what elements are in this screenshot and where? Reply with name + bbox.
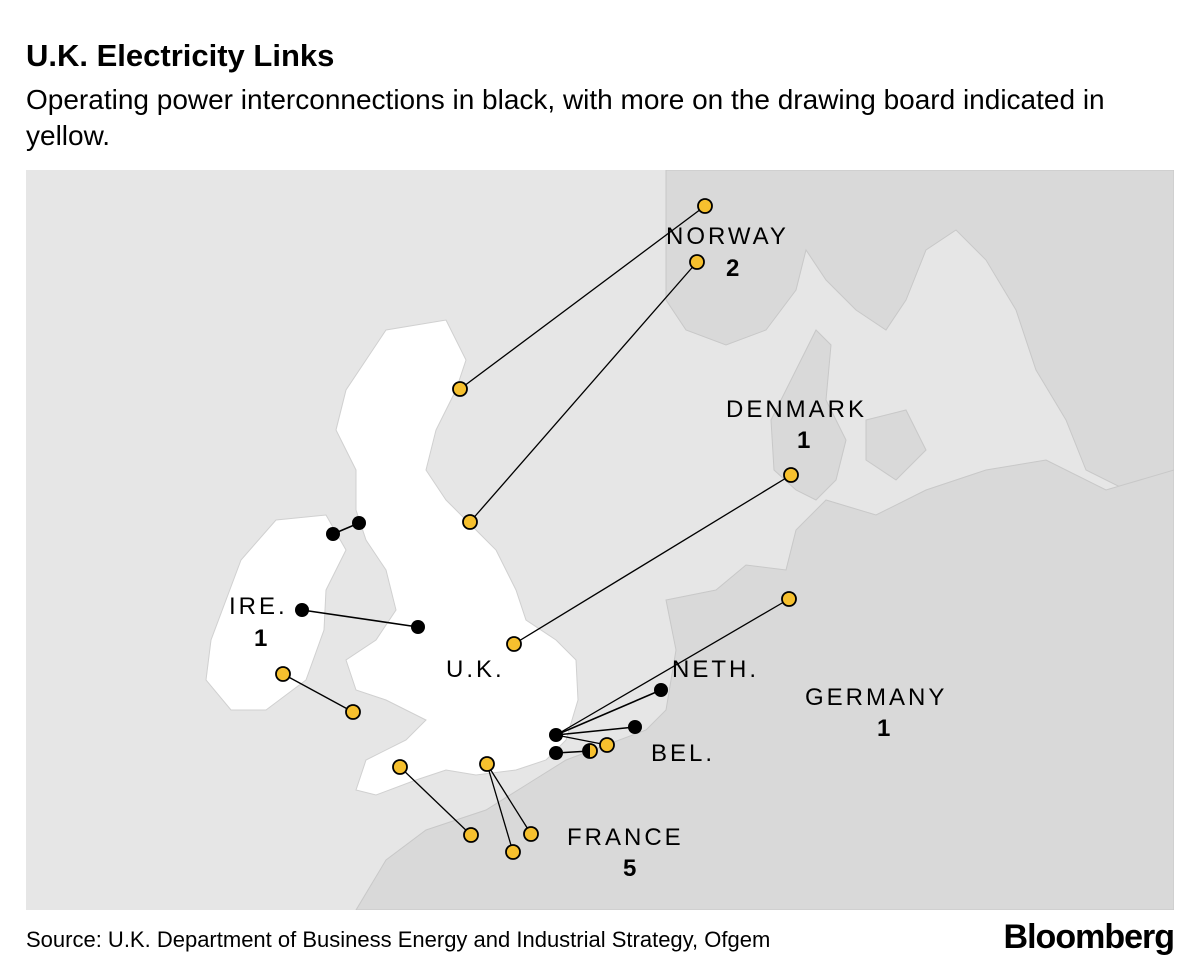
- label-ireland: IRE.: [229, 593, 288, 620]
- endpoint-norway-south: [689, 254, 705, 270]
- operating-endpoints: [295, 516, 668, 760]
- bloomberg-logo: Bloomberg: [1003, 918, 1175, 956]
- endpoint-denmark: [783, 467, 799, 483]
- endpoint-ni-1: [326, 527, 340, 541]
- land-great-britain: [335, 319, 579, 796]
- label-denmark: DENMARK: [726, 396, 867, 423]
- endpoint-wales-north: [411, 620, 425, 634]
- chart-subtitle: Operating power interconnections in blac…: [26, 84, 1105, 151]
- link-norway-north: [459, 205, 706, 390]
- count-germany: 1: [877, 715, 890, 742]
- count-france: 5: [623, 855, 636, 882]
- source-note: Source: U.K. Department of Business Ener…: [26, 927, 771, 952]
- endpoint-norway-north: [697, 198, 713, 214]
- endpoint-france-1: [463, 827, 479, 843]
- link-ireland-operating: [301, 609, 419, 628]
- label-germany: GERMANY: [805, 684, 947, 711]
- endpoint-kent-2: [549, 746, 563, 760]
- land-ireland: [205, 514, 347, 711]
- endpoint-isle-of-wight: [479, 756, 495, 772]
- land-scandinavia: [665, 170, 1174, 491]
- endpoint-wales-south: [345, 704, 361, 720]
- label-belgium: BEL.: [651, 740, 715, 767]
- link-denmark: [513, 474, 792, 645]
- count-denmark: 1: [797, 427, 810, 454]
- endpoint-netherlands: [654, 683, 668, 697]
- link-belgium-operating: [555, 726, 636, 736]
- endpoint-ni-2: [352, 516, 366, 530]
- link-norway-south: [469, 261, 698, 523]
- planned-links: [282, 205, 792, 853]
- label-uk: U.K.: [446, 656, 505, 683]
- endpoint-france-2: [505, 844, 521, 860]
- endpoint-lincolnshire: [506, 636, 522, 652]
- endpoint-cornwall: [392, 759, 408, 775]
- count-norway: 2: [726, 255, 739, 282]
- endpoint-ireland-east: [295, 603, 309, 617]
- endpoint-belgium-2: [599, 737, 615, 753]
- endpoint-belgium-op: [628, 720, 642, 734]
- map-panel: NORWAY 2 DENMARK 1 IRE. 1 U.K. NETH. GER…: [26, 170, 1174, 910]
- label-netherlands: NETH.: [672, 656, 759, 683]
- endpoint-kent-1: [549, 728, 563, 742]
- link-netherlands: [555, 689, 662, 736]
- endpoint-germany: [781, 591, 797, 607]
- count-ireland: 1: [254, 625, 267, 652]
- link-france-west: [399, 766, 472, 836]
- endpoint-france-3: [523, 826, 539, 842]
- link-france-b: [486, 763, 532, 835]
- map-canvas: NORWAY 2 DENMARK 1 IRE. 1 U.K. NETH. GER…: [205, 170, 1174, 910]
- endpoint-ireland-south: [275, 666, 291, 682]
- endpoint-scotland: [452, 381, 468, 397]
- land-danish-islands: [865, 409, 927, 481]
- link-germany: [555, 598, 790, 736]
- endpoint-england-ne: [462, 514, 478, 530]
- endpoint-france-half: [583, 744, 590, 758]
- link-belgium: [555, 734, 608, 746]
- chart-title: U.K. Electricity Links: [26, 38, 335, 73]
- label-norway: NORWAY: [666, 223, 789, 250]
- label-france: FRANCE: [567, 824, 684, 851]
- link-france-a: [486, 763, 514, 853]
- link-ireland-planned: [282, 673, 354, 713]
